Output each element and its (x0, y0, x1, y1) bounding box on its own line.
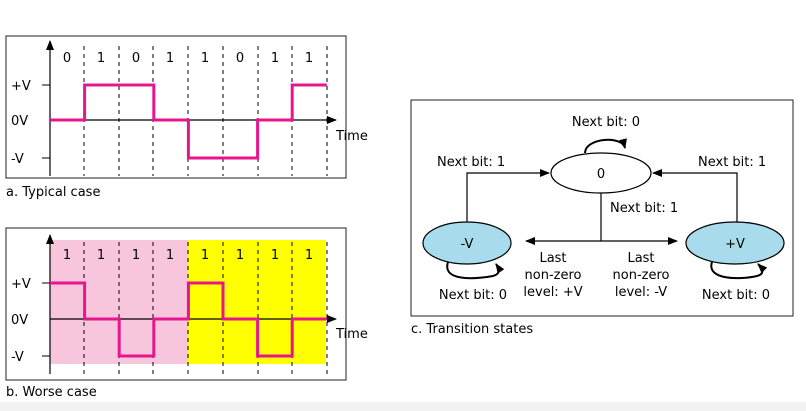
bit-label: 1 (305, 248, 313, 263)
bit-label: 1 (97, 51, 105, 66)
pos-self-loop (710, 261, 768, 280)
last-left-line1: Last (539, 251, 566, 266)
neg-self-label: Next bit: 0 (439, 288, 507, 303)
zero-self-label: Next bit: 0 (572, 115, 640, 130)
state-pos-v (685, 221, 785, 265)
panel-b-caption: b. Worse case (6, 385, 97, 400)
bit-label: 0 (63, 51, 71, 66)
state-neg-v-label: -V (461, 237, 474, 252)
last-left-line2: non-zero (525, 268, 582, 283)
last-right-line2: non-zero (613, 268, 670, 283)
panel-b-neg-label: -V (11, 350, 24, 365)
panel-a: +V 0V -V Time 0 1 0 1 1 0 1 1 (5, 35, 368, 179)
last-left-line3: level: +V (523, 285, 582, 300)
panel-a-pos-label: +V (11, 79, 31, 94)
pos-to-zero-arrow (652, 169, 738, 222)
bit-label: 1 (271, 248, 279, 263)
bit-label: 1 (132, 248, 140, 263)
panel-a-frame (5, 35, 347, 179)
neg-self-loop (446, 261, 505, 280)
panel-a-caption: a. Typical case (6, 185, 100, 200)
zero-self-loop (584, 138, 627, 154)
panel-b-signal (50, 281, 327, 358)
panel-a-neg-label: -V (11, 152, 24, 167)
pos-to-zero-label: Next bit: 1 (698, 155, 766, 170)
bottom-bar (0, 402, 806, 411)
panel-b-pos-label: +V (11, 277, 31, 292)
neg-to-zero-label: Next bit: 1 (437, 155, 505, 170)
bit-label: 1 (305, 51, 313, 66)
panel-a-zero-label: 0V (11, 114, 28, 129)
bit-label: 1 (166, 248, 174, 263)
bit-label: 0 (132, 51, 140, 66)
panel-b-zero-label: 0V (11, 313, 28, 328)
bit-label: 1 (201, 51, 209, 66)
pos-self-label: Next bit: 0 (702, 288, 770, 303)
bit-label: 0 (236, 51, 244, 66)
bit-label: 1 (63, 248, 71, 263)
panel-a-time-label: Time (335, 129, 368, 144)
bit-label: 1 (97, 248, 105, 263)
state-pos-v-label: +V (725, 237, 745, 252)
panel-c-frame (410, 99, 794, 317)
last-right-line3: level: -V (615, 285, 667, 300)
state-zero-label: 0 (597, 167, 605, 182)
panel-b: +V 0V -V Time 1 1 1 1 1 1 1 1 (5, 227, 368, 381)
panel-a-signal (50, 83, 327, 160)
bit-label: 1 (201, 248, 209, 263)
neg-to-zero-arrow (466, 169, 550, 222)
panel-b-time-label: Time (335, 327, 368, 342)
zero-down-label: Next bit: 1 (610, 201, 678, 216)
bit-label: 1 (271, 51, 279, 66)
bit-label: 1 (166, 51, 174, 66)
panel-c-caption: c. Transition states (411, 322, 533, 337)
bit-label: 1 (236, 248, 244, 263)
mlt3-figure: +V 0V -V Time 0 1 0 1 1 0 1 1 a. Typica (5, 35, 794, 400)
panel-c: 0 -V +V Next bit: 0 Next bit: 1 Next bit… (410, 99, 794, 317)
panel-b-frame (5, 227, 347, 381)
last-right-line1: Last (627, 251, 654, 266)
